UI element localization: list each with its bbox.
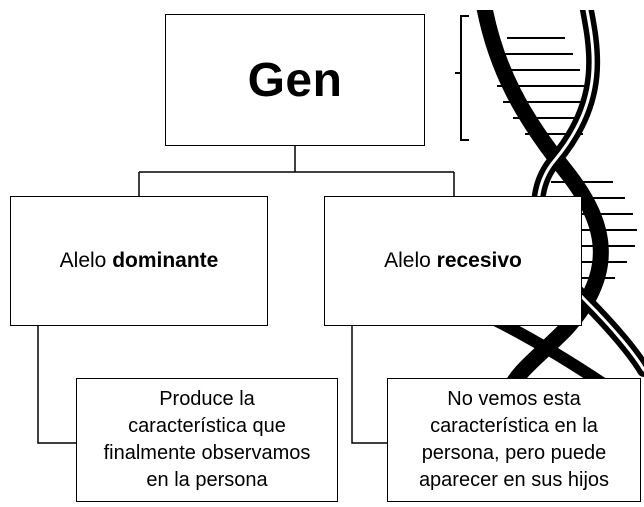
dominant-label-bold: dominante [112,249,219,272]
recessive-description-line: persona, pero puede [421,442,607,464]
gene-box: Gen [165,14,425,146]
dominant-elbow-connector [37,326,76,444]
recessive-description-box: No vemos esta característica en la perso… [387,378,641,502]
recessive-label-prefix: Alelo [384,249,431,272]
recessive-label-bold: recesivo [436,249,522,272]
dna-strand-a [476,10,609,380]
recessive-allele-label: Alelo recesivo [384,249,522,273]
dominant-label-prefix: Alelo [59,249,107,272]
recessive-description-line: característica en la [430,415,598,437]
recessive-description-text: No vemos esta característica en la perso… [419,386,609,494]
dominant-allele-label: Alelo dominante [60,249,219,273]
dominant-description-line: en la persona [146,469,268,491]
dominant-allele-box: Alelo dominante [10,196,268,326]
recessive-description-line: aparecer en sus hijos [418,469,610,491]
dna-strand-lower [489,314,609,380]
dominant-description-box: Produce la característica que finalmente… [76,378,338,502]
recessive-elbow-connector [351,326,387,444]
dominant-description-text: Produce la característica que finalmente… [104,386,311,494]
recessive-allele-box: Alelo recesivo [324,196,582,326]
recessive-description-line: No vemos esta [447,388,581,410]
right-brace-bracket [455,15,469,141]
gene-title: Gen [247,53,343,107]
dominant-description-line: finalmente observamos [103,442,311,464]
dominant-description-line: Produce la [159,388,255,410]
dominant-description-line: característica que [128,415,286,437]
